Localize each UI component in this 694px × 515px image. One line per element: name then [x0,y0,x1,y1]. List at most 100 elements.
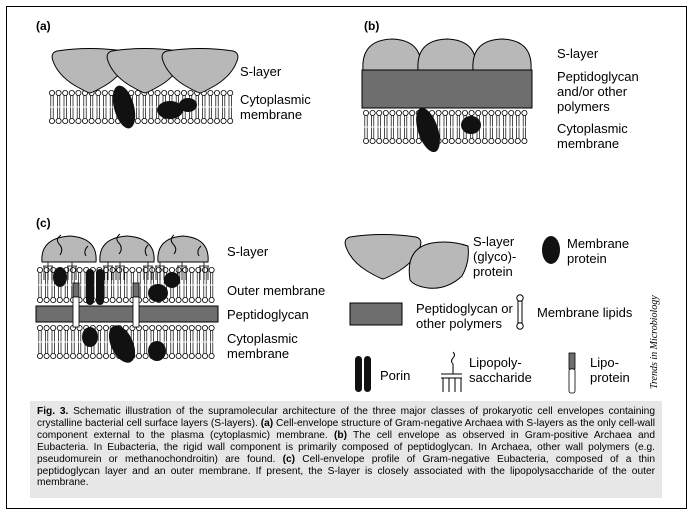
lipid-head [122,296,129,303]
lipid-head [167,118,174,125]
lipid-head [96,324,103,331]
lipid-head [103,266,110,273]
legend-lps-label-1: Lipopoly- [469,355,522,370]
panel-a-s-layer-label: S-layer [240,64,282,79]
lipid-head [475,137,482,144]
lipid-head [168,266,175,273]
lipid-head [161,118,168,125]
lipid-head [481,110,488,117]
legend: S-layer (glyco)- protein Membrane protei… [344,234,633,394]
lipid-head [220,90,227,97]
membrane-protein [179,98,197,112]
lipid-head [63,352,70,359]
peptidoglycan-layer [361,69,533,109]
lipid-head [101,90,108,97]
lipid-head [101,118,108,125]
legend-peptidoglycan-icon [349,302,403,326]
panel-a-label: (a) [36,19,51,33]
legend-lipoprotein-label-2: protein [590,370,630,385]
lipid-head [376,110,383,117]
lipid-head [68,90,75,97]
panel-a-membrane [49,90,234,125]
lipid-head [201,352,208,359]
lipid-head [220,118,227,125]
lipid-head [195,352,202,359]
legend-porin-icon [355,356,371,392]
lipid-head [227,118,234,125]
lipid-head [43,266,50,273]
legend-membrane-lipid-icon [516,294,524,330]
panel-c-s-layer-label: S-layer [227,244,269,259]
legend-membrane-lipids-label: Membrane lipids [537,305,633,320]
lipid-head [62,118,69,125]
membrane-protein [157,101,183,119]
lipid-head [142,352,149,359]
lipid-head [174,118,181,125]
lipid-head [95,90,102,97]
membrane-protein [416,107,440,153]
lipid-head [207,90,214,97]
lipid-head [488,110,495,117]
panel-c-membrane-label-1: Cytoplasmic [227,331,298,346]
lipid-head [180,90,187,97]
peptidoglycan-layer [35,305,219,323]
lipid-head [461,110,468,117]
legend-pg-label-2: other polymers [416,316,502,331]
lipid-head [109,352,116,359]
lipid-head [63,296,70,303]
legend-membrane-protein-label-1: Membrane [567,236,629,251]
lipid-head [201,266,208,273]
lipid-head [162,324,169,331]
panel-b: (b) S-layer Peptidoglycan and/or other p… [361,19,639,153]
lipid-head [208,352,215,359]
lipid-head [154,90,161,97]
lipid-head [103,324,110,331]
membrane-protein [148,284,168,302]
lps-core [143,262,153,280]
lipid-head [415,137,422,144]
panel-b-membrane-label-2: membrane [557,136,619,151]
lipid-head [213,90,220,97]
caption-b-text: The cell envelope as observed in Gram-po… [37,429,655,465]
lipid-head [43,324,50,331]
panel-c-peptidoglycan-label: Peptidoglycan [227,307,309,322]
lipid-head [402,137,409,144]
panel-c-membrane-label-2: membrane [227,346,289,361]
lipid-head [435,110,442,117]
caption-a-label: (a) [260,417,274,429]
lipid-head [70,266,77,273]
legend-slayer-label-2: (glyco)- [473,249,516,264]
legend-porin-label: Porin [380,368,410,383]
lipid-head [208,296,215,303]
s-layer-protein [362,38,422,71]
panel-b-s-layer-label: S-layer [557,46,599,61]
s-layer-protein [41,235,97,263]
lipid-head [175,266,182,273]
legend-lipoprotein-icon [568,352,576,394]
legend-lps-label-2: saccharide [469,370,532,385]
legend-lipoprotein-label-1: Lipo- [590,355,619,370]
lipid-head [95,118,102,125]
lipid-head [389,137,396,144]
legend-pg-label-1: Peptidoglycan or [416,301,514,316]
lipid-head [75,118,82,125]
lipid-head [201,296,208,303]
lipid-head [514,110,521,117]
lipid-head [167,90,174,97]
lipid-head [50,296,57,303]
lps-core [199,262,209,280]
lipid-head [37,296,44,303]
lipid-head [208,266,215,273]
lipid-head [76,266,83,273]
lipid-head [369,110,376,117]
legend-s-layer-glycoprotein-icon [408,241,469,289]
panel-c-s-layer [41,233,209,263]
lipid-head [188,352,195,359]
lipid-head [182,324,189,331]
lipid-head [168,296,175,303]
panel-b-membrane [362,110,528,144]
lipid-head [494,110,501,117]
lipid-head [376,137,383,144]
caption-a-text: Cell-envelope structure of Gram-negative… [37,417,655,441]
